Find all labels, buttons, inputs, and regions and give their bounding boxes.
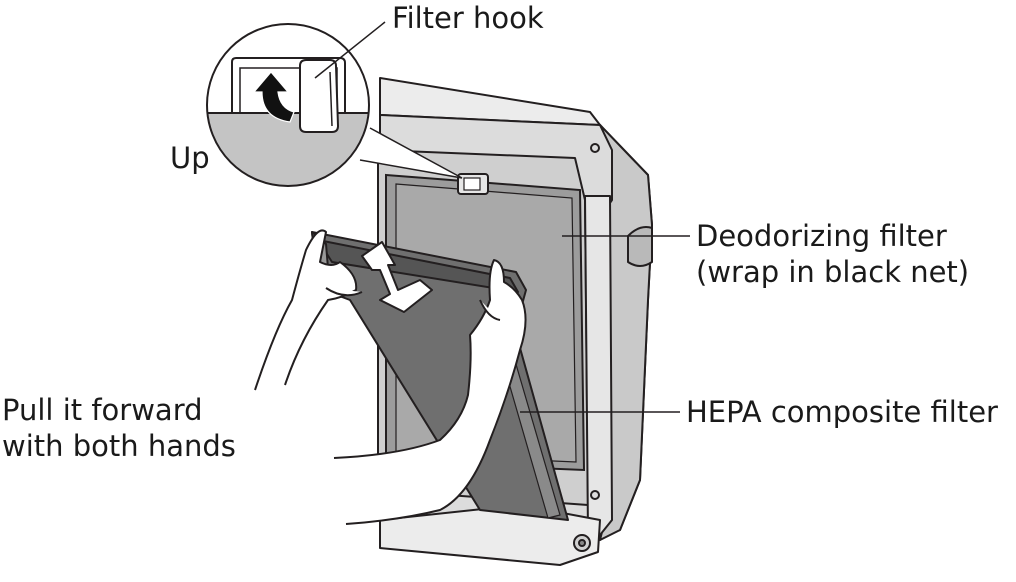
filter-hook-tab	[299, 59, 340, 133]
label-filter-hook: Filter hook	[392, 1, 544, 35]
leader-filter-hook	[314, 21, 386, 79]
leader-lines	[314, 21, 690, 413]
curved-up-arrow-icon	[252, 71, 295, 123]
label-pull-line1: Pull it forward	[2, 393, 203, 427]
filter-hook-inset	[206, 23, 463, 187]
label-hepa: HEPA composite filter	[686, 395, 998, 429]
inset-pointer	[359, 127, 463, 179]
label-up: Up	[170, 141, 210, 175]
label-deodorizing-line1: Deodorizing filter	[696, 219, 947, 253]
label-pull-line2: with both hands	[2, 429, 236, 463]
label-deodorizing-line2: (wrap in black net)	[696, 255, 969, 289]
front-pillar	[584, 195, 613, 541]
double-arrow-icon	[361, 241, 433, 313]
right-hand	[333, 259, 527, 525]
left-hand	[254, 229, 363, 391]
side-handle	[627, 226, 653, 267]
